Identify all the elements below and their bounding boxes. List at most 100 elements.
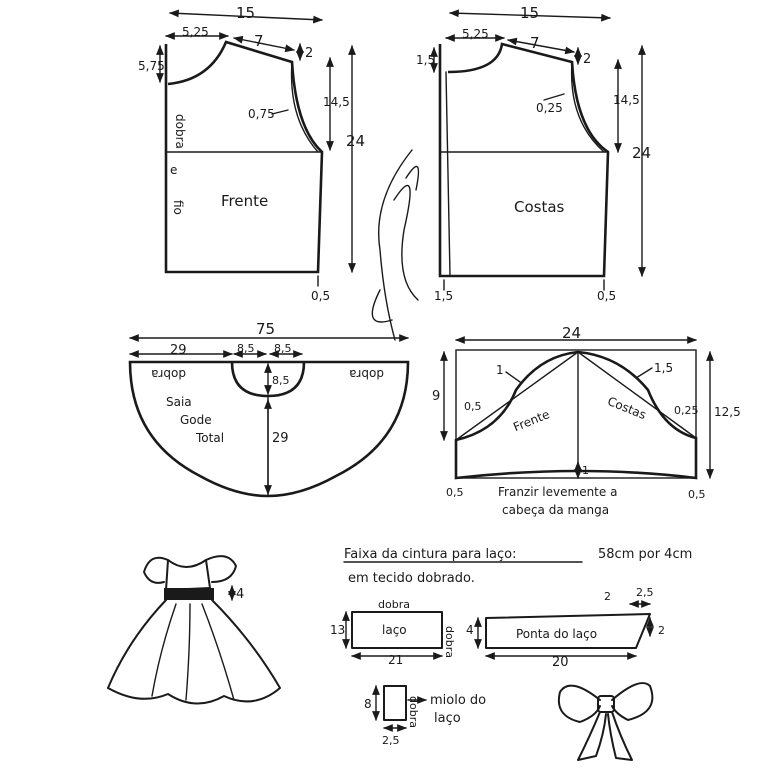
sleeve-pattern: 24 9 12,5 Frente Costas 1 1,5 0,5 0,25 1…: [432, 324, 741, 517]
front-bodice-outline: [164, 40, 324, 274]
back-armhole-curve-tick: [543, 93, 565, 101]
skirt-outline: [128, 360, 410, 498]
front-armhole-curve-tick: [271, 109, 289, 115]
bow-fold-top: dobra: [378, 598, 410, 611]
sleeve-front-curve-tick: [505, 371, 521, 383]
dress-waistband: [164, 588, 214, 600]
front-width-label: 15: [236, 4, 255, 22]
bow-tail-length-label: 20: [552, 655, 569, 670]
sleeve-note-line2: cabeça da manga: [502, 503, 609, 517]
bow-loop-left: [558, 684, 601, 723]
skirt-total-width-label: 75: [256, 320, 275, 338]
back-center-extension: [445, 71, 451, 277]
waistband-line2: em tecido dobrado.: [348, 571, 475, 586]
bow-rect: [351, 611, 443, 649]
back-neck-depth-label: 1,5: [416, 53, 435, 67]
front-bodice: 15 5,25 7 2 5,75 14,5 24 0,75 0,5 Frente…: [138, 4, 365, 303]
skirt-left-width-label: 29: [170, 343, 187, 358]
bow-label: laço: [382, 623, 407, 637]
bow-tail-top-b: 2,5: [636, 586, 654, 599]
back-shoulder-label: 7: [530, 34, 540, 52]
sleeve-cap-height-label: 9: [432, 389, 440, 404]
sleeve-back-guide: [577, 351, 697, 439]
bow-tail-outline: [485, 613, 651, 649]
dress-bodice: [165, 559, 211, 591]
front-width-arrow: [169, 9, 323, 24]
front-shoulder-drop-label: 2: [305, 46, 313, 61]
back-label: Costas: [514, 198, 565, 216]
sleeve-length-label: 12,5: [714, 405, 741, 419]
dress-sleeve-right: [205, 555, 237, 583]
skirt-label-line1: Saia: [166, 395, 192, 409]
skirt-waist-depth-label: 8,5: [272, 374, 290, 387]
front-side-extension: [317, 151, 323, 273]
skirt-fold-right: dobra: [349, 367, 384, 381]
back-shoulder-drop-label: 2: [583, 52, 591, 67]
bow-knot: [597, 695, 615, 713]
front-armhole-depth-label: 14,5: [323, 95, 350, 109]
back-side-extra-label: 0,5: [597, 289, 616, 303]
sleeve-hem-rise-label: 1: [582, 464, 589, 477]
sleeve-hem-left-label: 0,5: [446, 486, 464, 499]
front-neck-width-label: 5,25: [182, 25, 209, 39]
front-length-label: 24: [346, 132, 365, 150]
signature-scribble: [371, 149, 420, 341]
sleeve-hem-right-label: 0,5: [688, 488, 706, 501]
bow-center-fold: dobra: [407, 696, 420, 728]
bow-tails: [577, 711, 633, 761]
bow-loop-right: [611, 682, 654, 721]
sleeve-back-curve-label: 1,5: [654, 361, 673, 375]
skirt-waist-left-label: 8,5: [237, 342, 255, 355]
back-bodice-outline: [438, 42, 610, 278]
sleeve-outline: [454, 350, 698, 480]
bow-center-piece: dobra 8 2,5 miolo do laço: [364, 685, 486, 747]
bow-center-width-label: 2,5: [382, 734, 400, 747]
dress-sleeve-left: [143, 556, 169, 584]
dress-illustration: 4: [107, 555, 281, 705]
sleeve-front-small-label: 0,5: [464, 400, 482, 413]
bow-center-rect: [383, 685, 407, 721]
bow-center-label-line1: miolo do: [430, 693, 486, 708]
front-grain-label-1: e: [170, 163, 177, 177]
bow-width-label: 21: [388, 653, 403, 667]
front-armhole-curve-label: 0,75: [248, 107, 275, 121]
back-shoulder-arrow: [507, 37, 575, 55]
sleeve-note-line1: Franzir levemente a: [498, 485, 617, 499]
bow-height-label: 13: [330, 623, 345, 637]
back-bodice: 15 5,25 7 2 1,5 14,5 24 0,25 1,5 0,5 Cos…: [416, 4, 651, 303]
skirt-fold-left: dobra: [151, 367, 186, 381]
sleeve-width-label: 24: [562, 324, 581, 342]
back-neck-width-label: 5,25: [462, 27, 489, 41]
skirt-length-label: 29: [272, 431, 289, 446]
sleeve-back-small-label: 0,25: [674, 404, 699, 417]
skirt-pattern: 75 29 8,5 8,5 8,5 29 dobra dobra Saia Go…: [128, 320, 410, 498]
front-armhole-guide: [290, 61, 319, 153]
waistband-size: 58cm por 4cm: [598, 547, 692, 562]
front-side-extra-label: 0,5: [311, 289, 330, 303]
skirt-label-line2: Gode: [180, 413, 212, 427]
front-fold-label: dobra: [173, 114, 187, 149]
front-grain-label-2: fio: [171, 200, 185, 215]
back-width-arrow: [449, 9, 611, 22]
bow-tail-label: Ponta do laço: [516, 627, 597, 641]
bow-tail-end-label: 2: [658, 624, 665, 637]
waistband-note: Faixa da cintura para laço: 58cm por 4cm…: [343, 547, 692, 586]
bow-tail-height-label: 4: [466, 623, 474, 637]
dress-skirt: [107, 599, 281, 705]
sleeve-front-guide: [455, 351, 579, 441]
back-armhole-depth-label: 14,5: [613, 93, 640, 107]
bow-fold-side: dobra: [443, 626, 456, 658]
back-center-extra-label: 1,5: [434, 289, 453, 303]
skirt-waist-right-label: 8,5: [274, 342, 292, 355]
front-neck-depth-label: 5,75: [138, 59, 165, 73]
waistband-title: Faixa da cintura para laço:: [344, 547, 517, 562]
bow-piece: laço dobra dobra 13 21: [330, 598, 456, 667]
bow-center-height-label: 8: [364, 697, 372, 711]
back-length-label: 24: [632, 144, 651, 162]
bow-illustration: [558, 682, 654, 761]
back-armhole-guide: [570, 61, 605, 153]
sleeve-back-curve-tick: [635, 367, 653, 379]
bow-tail-top-a: 2: [604, 590, 611, 603]
back-width-label: 15: [520, 4, 539, 22]
